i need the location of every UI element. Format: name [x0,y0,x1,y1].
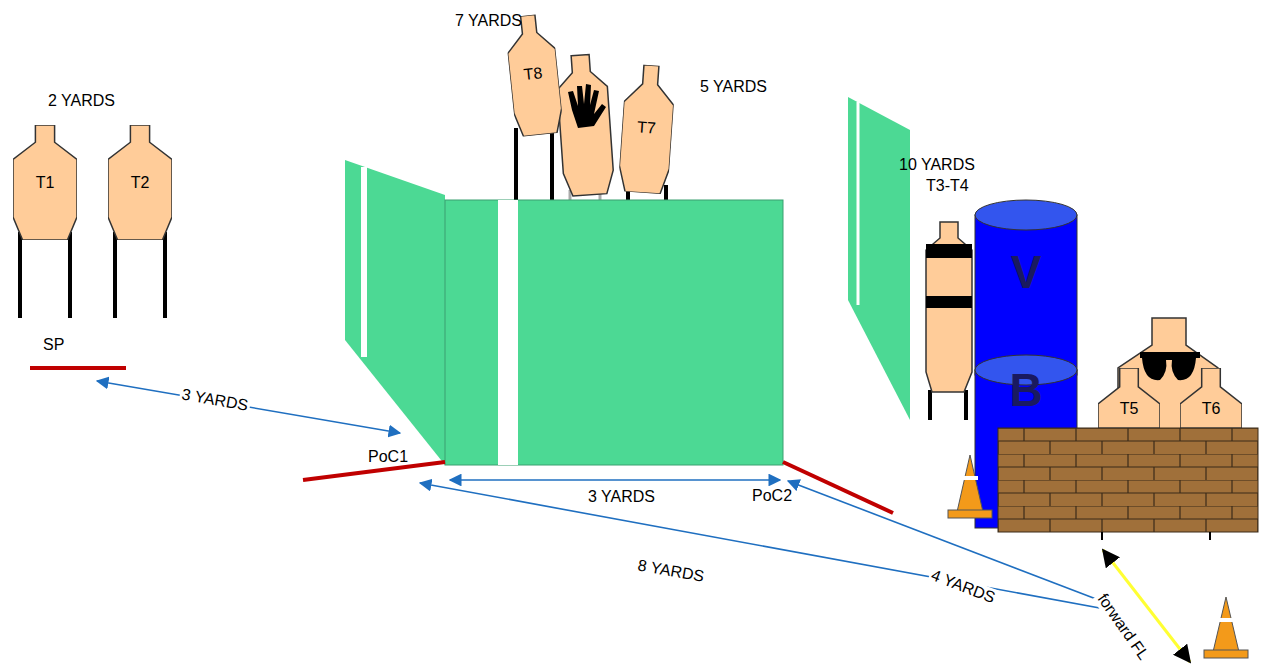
target: T7 [618,63,677,194]
target: T2 [108,125,172,240]
distance-label: 3 YARDS [178,385,251,415]
target: T5 [1098,368,1160,428]
target-number: T8 [523,64,543,84]
distance-label: 2 YARDS [48,92,115,110]
barrel-letter: B [1009,363,1042,417]
distance-label: 3 YARDS [588,488,655,506]
target-number: T5 [1120,400,1139,418]
target-number: T2 [131,174,150,192]
position-label: SP [43,336,64,354]
distance-label: 5 YARDS [700,78,767,96]
barrel-stack: VB [975,200,1077,530]
fault-line-label: forward FL [1093,589,1154,665]
distance-label: 4 YARDS [927,566,1000,608]
position-label: PoC2 [752,487,792,505]
target-outline [1180,368,1242,428]
target-number: T1 [36,174,55,192]
target: T8 [504,13,564,137]
target: T1 [13,125,77,240]
distance-label: 8 YARDS [634,556,707,586]
distance-label: 7 YARDS [455,12,522,30]
target-number: T7 [636,119,656,138]
target-outline [1098,368,1160,428]
target-group-label: T3-T4 [926,177,969,195]
target: T6 [1180,368,1242,428]
target-number: T6 [1202,400,1221,418]
barrel-letter: V [1011,245,1042,299]
distance-label: 10 YARDS [899,156,975,174]
position-label: PoC1 [368,448,408,466]
